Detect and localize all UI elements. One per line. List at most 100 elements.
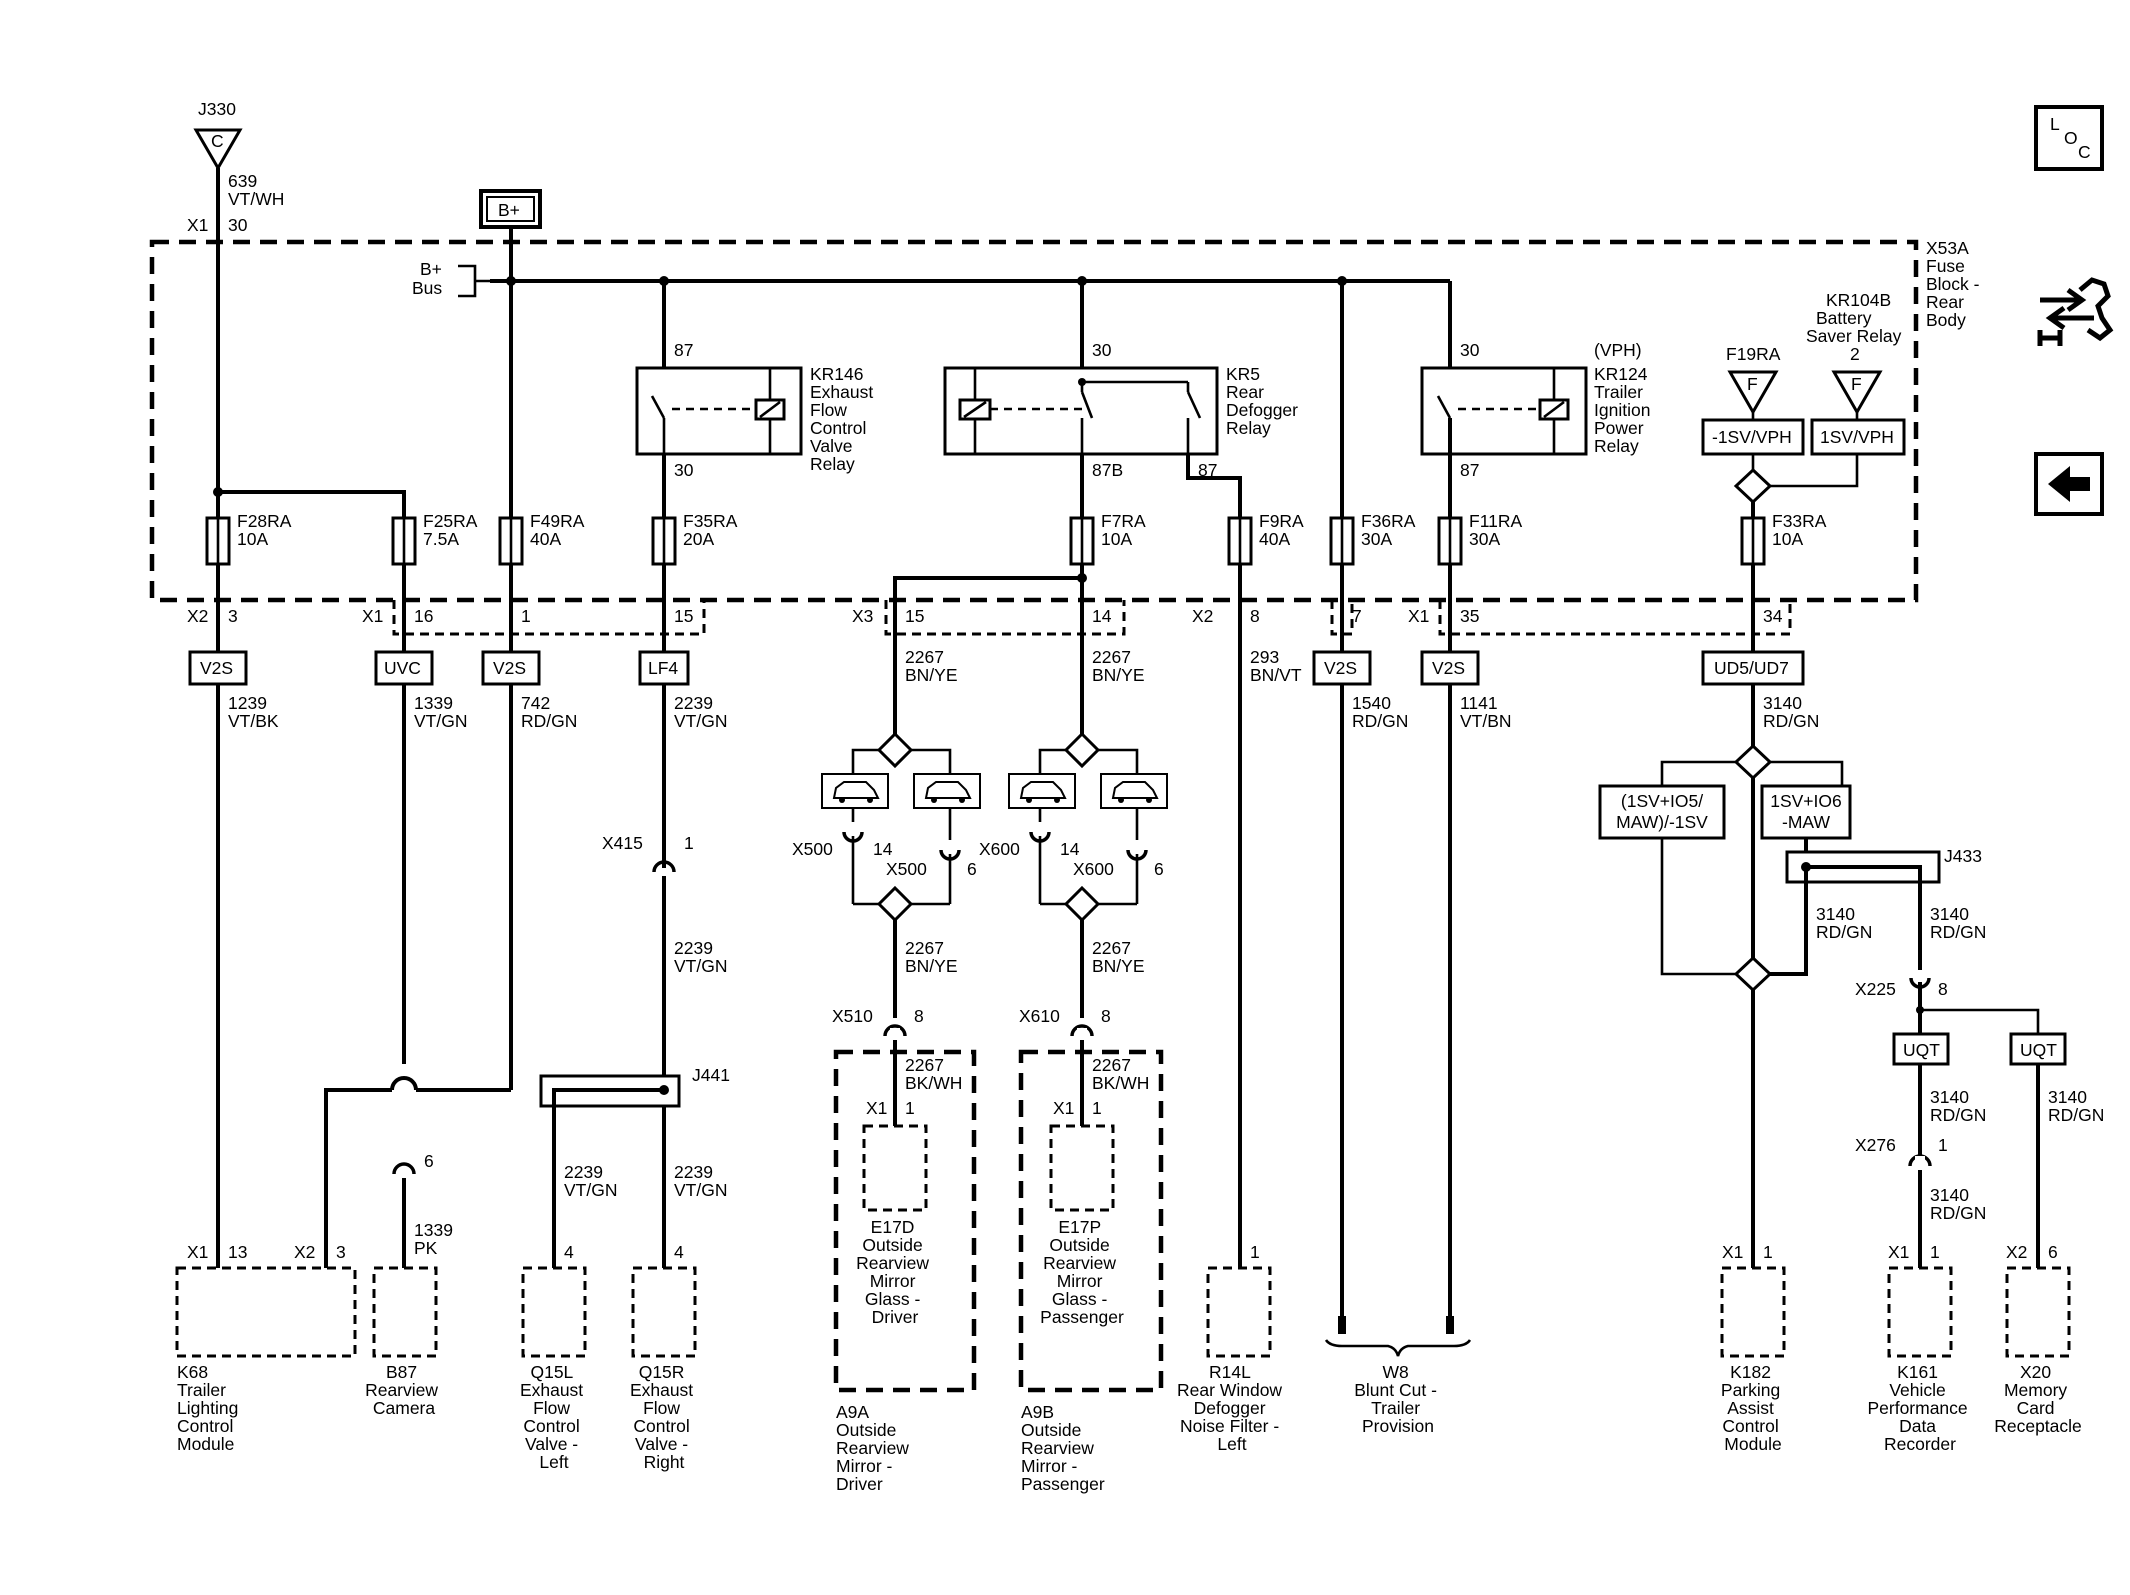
option-v2s-3: V2S (1312, 650, 1372, 686)
kr5-pin-87b: 87B (1092, 460, 1123, 480)
q15l-valve (521, 1266, 587, 1358)
f19ra-label: F19RA (1726, 344, 1781, 364)
kr146-switch (650, 395, 666, 419)
q15r-pin: 4 (674, 1242, 684, 1262)
fb-pin-14: 14 (1092, 606, 1112, 626)
wire-label: VT/BN (1460, 711, 1512, 731)
r14l-filter (1206, 1266, 1272, 1358)
connector-tool-icon[interactable] (2037, 277, 2114, 346)
svg-text:40A: 40A (1259, 529, 1290, 549)
fb-pin-34: 34 (1763, 606, 1783, 626)
k68-pin1: 13 (228, 1242, 247, 1262)
x20-conn: X2 (2006, 1242, 2027, 1262)
svg-text:F11RA: F11RA (1469, 511, 1522, 531)
kr124-coil-mark (1543, 400, 1565, 419)
wire-293 (1186, 454, 1242, 1268)
x415-connector-icon (652, 860, 676, 873)
svg-text:1SV+IO6: 1SV+IO6 (1770, 791, 1842, 811)
wire-label: RD/GN (1930, 1105, 1986, 1125)
kr146-label: KR146 Exhaust Flow Control Valve Relay (810, 364, 878, 474)
option-1sv-io5: (1SV+IO5/ MAW)/-1SV (1598, 784, 1726, 840)
kr5-87b-split (893, 576, 1082, 757)
kr5-label: KR5 Rear Defogger Relay (1226, 364, 1303, 438)
wire-label: BN/YE (905, 665, 958, 685)
wire-label: BK/WH (1092, 1073, 1149, 1093)
wire-742-k68 (324, 1088, 511, 1268)
split-node (213, 487, 223, 497)
x610-pin: 8 (1101, 1006, 1111, 1026)
fb-pin-1: 1 (521, 606, 531, 626)
wire-label: 2267 (1092, 1055, 1131, 1075)
x276-label: X276 (1855, 1135, 1896, 1155)
car-icon (1019, 781, 1067, 799)
svg-text:LF4: LF4 (648, 658, 678, 678)
back-arrow-icon[interactable] (2034, 452, 2104, 516)
x500a-pin: 14 (873, 839, 893, 859)
loc-button[interactable]: L O C (2034, 105, 2104, 171)
x500b-label: X500 (886, 859, 927, 879)
x276-gap (1915, 1156, 1925, 1176)
fb-x2b: X2 (1192, 606, 1213, 626)
wire-1339 (218, 490, 406, 1064)
k161-label: K161 Vehicle Performance Data Recorder (1867, 1362, 1972, 1454)
svg-text:10A: 10A (237, 529, 268, 549)
fb-x2a: X2 (187, 606, 208, 626)
x1-connector-group (392, 600, 706, 636)
kr104b-triangle (1831, 370, 1883, 416)
svg-text:7.5A: 7.5A (423, 529, 459, 549)
x600b-label: X600 (1073, 859, 1114, 879)
x20-pin: 6 (2048, 1242, 2058, 1262)
j330-label: J330 (198, 99, 236, 119)
vehicle-option-icon (1008, 773, 1076, 809)
x600-bottom-diamond (1063, 885, 1101, 923)
fb-x1a-pin: 16 (414, 606, 433, 626)
saver-wire (1770, 454, 1859, 488)
x510-gap (890, 1028, 900, 1046)
wire-label: 2267 (1092, 647, 1131, 667)
svg-text:V2S: V2S (1324, 658, 1357, 678)
option-1sv-vph-neg (1701, 418, 1805, 456)
k161-pin: 1 (1930, 1242, 1940, 1262)
svg-text:UVC: UVC (384, 658, 421, 678)
fb-pin-7: 7 (1352, 606, 1362, 626)
svg-text:C: C (2078, 142, 2091, 162)
x500a-label: X500 (792, 839, 833, 859)
car-icon (959, 797, 965, 803)
wire-label: BN/YE (1092, 665, 1145, 685)
svg-text:UQT: UQT (2020, 1040, 2057, 1060)
option-ud5-ud7: UD5/UD7 (1701, 650, 1805, 686)
k182-pin: 1 (1763, 1242, 1773, 1262)
x510-label: X510 (832, 1006, 873, 1026)
wire-label: RD/GN (2048, 1105, 2104, 1125)
e17p-label: E17P Outside Rearview Mirror Glass - Pas… (1040, 1217, 1124, 1327)
wire-label: RD/GN (1816, 922, 1872, 942)
kr5-coil-mark (963, 400, 987, 419)
e17d-conn: X1 (866, 1098, 887, 1118)
k161-recorder (1887, 1266, 1953, 1358)
svg-text:F33RA: F33RA (1772, 511, 1827, 531)
svg-text:-MAW: -MAW (1782, 812, 1830, 832)
wire-crossover (390, 1076, 418, 1091)
wire-label: RD/GN (521, 711, 577, 731)
wire-label: 2239 (564, 1162, 603, 1182)
w8-brace (1324, 1339, 1472, 1357)
wire-label: 3140 (1930, 1185, 1969, 1205)
svg-text:O: O (2064, 128, 2078, 148)
svg-text:V2S: V2S (493, 658, 526, 678)
wire-label: 2267 (905, 647, 944, 667)
x610-connector-icon (1070, 1024, 1094, 1037)
wire-label: 2267 (1092, 938, 1131, 958)
e17p-pin: 1 (1092, 1098, 1102, 1118)
option-uqt-1: UQT (1892, 1032, 1950, 1066)
option-1sv-vph-neg-text: -1SV/VPH (1712, 427, 1792, 447)
fb-x1b: X1 (1408, 606, 1429, 626)
j433-right-wire (1806, 865, 1922, 970)
wire-label: 3140 (1930, 1087, 1969, 1107)
car-icon (1118, 797, 1124, 803)
svg-text:UQT: UQT (1903, 1040, 1940, 1060)
a9b-label: A9B Outside Rearview Mirror - Passenger (1021, 1402, 1105, 1494)
x510-connector-icon (883, 1024, 907, 1037)
kr124-pin-in: 30 (1460, 340, 1480, 360)
x600-top-diamond (1063, 731, 1101, 769)
